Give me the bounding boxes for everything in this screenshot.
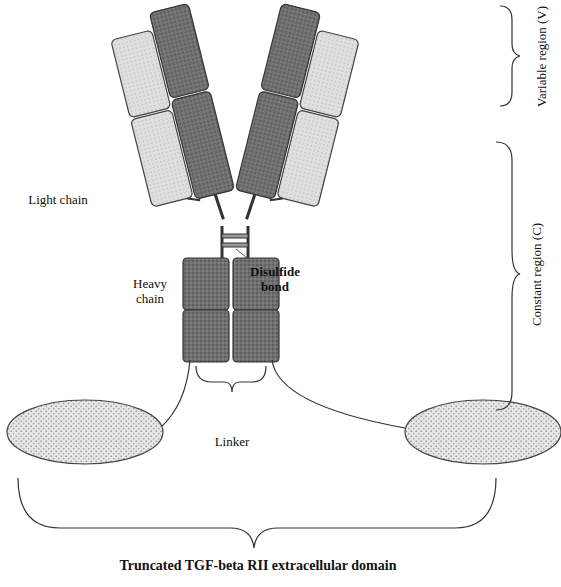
- tgf-domain-oval: [7, 400, 163, 464]
- right-fab-arm: [229, 3, 363, 235]
- chain-label: Heavy chain: [120, 277, 180, 307]
- tgf-domain-oval: [405, 400, 561, 464]
- domain-brace: [18, 478, 496, 548]
- variable-brace: [500, 6, 520, 106]
- left-fab-arm: [107, 3, 241, 235]
- hinge-disulfide: [222, 226, 252, 262]
- linker-label: Linker: [215, 435, 250, 450]
- region-label: Variable region (V): [536, 5, 551, 106]
- bond-label: Disulfide bond: [244, 265, 306, 295]
- linker-line: [272, 360, 405, 428]
- region-label: Constant region (C): [531, 222, 546, 325]
- constant-brace: [496, 142, 520, 410]
- linker-brace: [196, 366, 266, 392]
- chain-label: Light chain: [27, 193, 89, 208]
- linker-line: [160, 360, 190, 428]
- domain-label: Truncated TGF-beta RII extracellular dom…: [120, 558, 397, 574]
